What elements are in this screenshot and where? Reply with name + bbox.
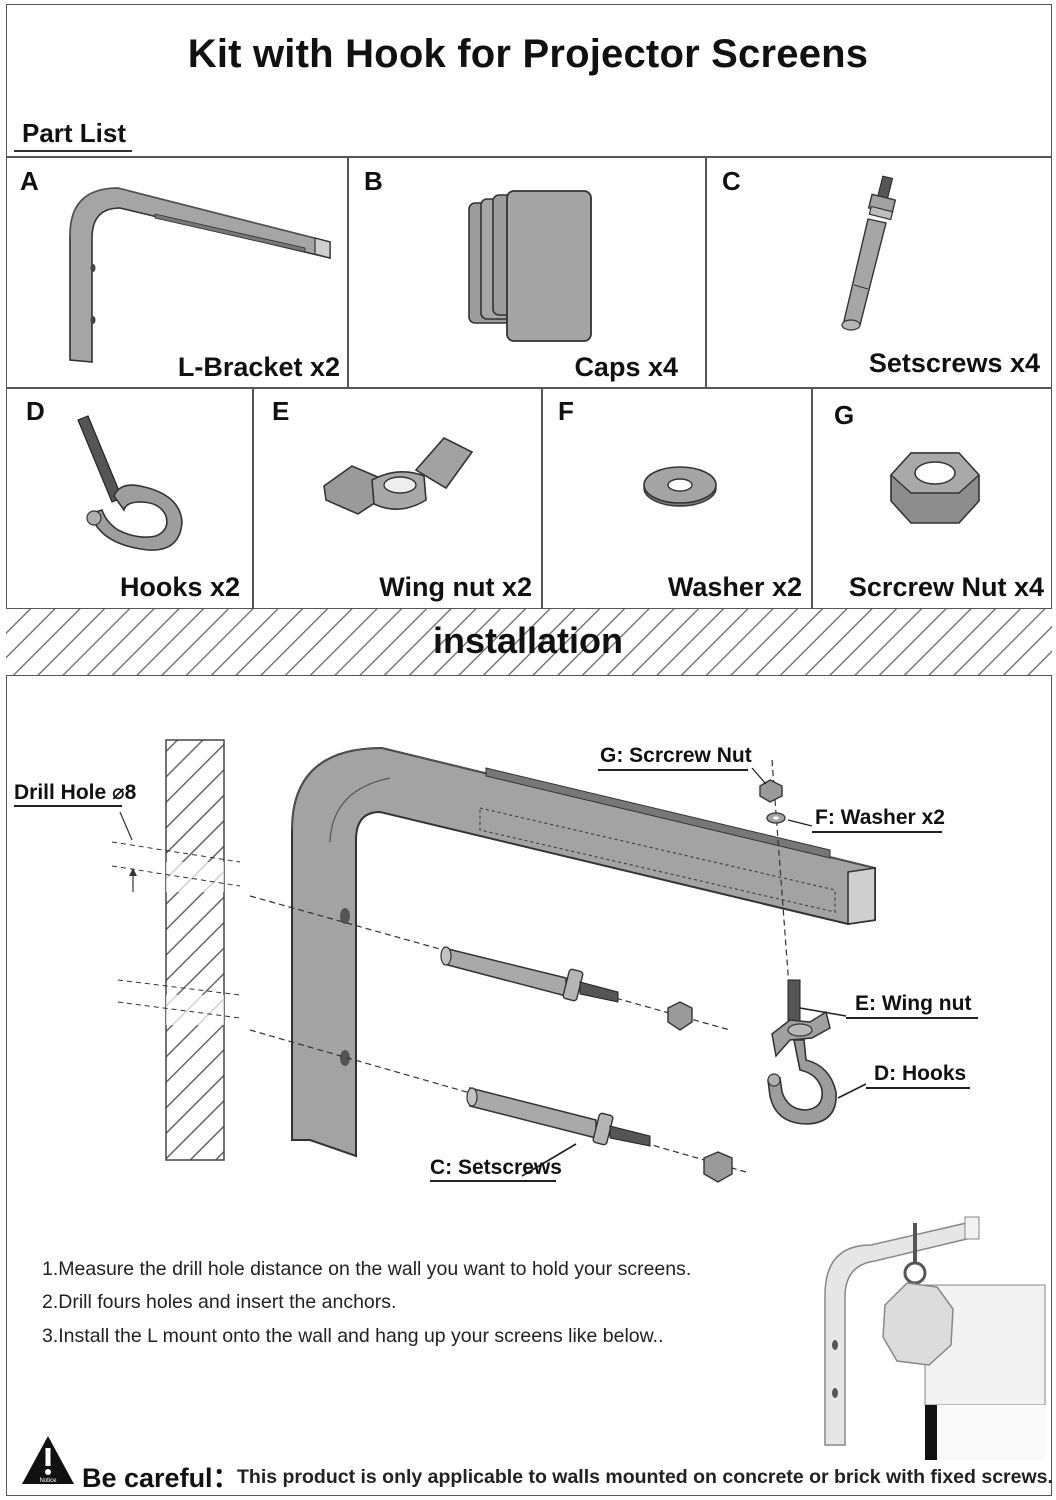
notice-icon-label: Notice — [39, 1478, 57, 1484]
setscrew-1 — [440, 946, 619, 1003]
screw-nut-small — [759, 779, 783, 803]
callout-underline — [14, 805, 122, 807]
callout-underline — [866, 1087, 970, 1089]
callout-setscrews: C: Setscrews — [430, 1156, 562, 1179]
nut-1 — [667, 1001, 693, 1031]
part-letter: G — [834, 400, 855, 430]
washer-icon — [643, 466, 717, 507]
grid-divider — [347, 156, 349, 387]
callout-screw-nut: G: Scrcrew Nut — [600, 744, 752, 767]
part-label: Scrcrew Nut x4 — [848, 572, 1044, 602]
part-label: Caps x4 — [574, 352, 678, 382]
part-letter: E — [272, 396, 290, 426]
installation-heading: installation — [432, 620, 624, 661]
notice-text: This product is only applicable to walls… — [237, 1466, 1053, 1488]
installation-band — [6, 608, 1052, 676]
part-label: Wing nut x2 — [379, 572, 532, 602]
grid-divider — [705, 156, 707, 387]
part-letter: D — [26, 396, 45, 426]
page-title: Kit with Hook for Projector Screens — [187, 32, 869, 76]
installation-diagram — [111, 739, 876, 1183]
setscrew-2 — [466, 1087, 651, 1147]
part-letter: A — [20, 166, 39, 196]
instruction-step: 1.Measure the drill hole distance on the… — [42, 1258, 692, 1280]
caps-icon — [468, 190, 592, 342]
page-frame — [6, 4, 1052, 1496]
part-letter: B — [364, 166, 383, 196]
callout-washer: F: Washer x2 — [815, 806, 945, 829]
part-list-underline — [14, 150, 132, 152]
grid-divider — [811, 387, 813, 608]
callout-underline — [430, 1180, 556, 1182]
grid-divider — [252, 387, 254, 608]
part-label: Washer x2 — [667, 572, 802, 602]
part-label: L-Bracket x2 — [177, 352, 340, 382]
part-letter: C — [722, 166, 741, 196]
grid-top-line — [6, 156, 1052, 158]
wing-nut-icon — [323, 437, 474, 515]
part-label: Hooks x2 — [119, 572, 240, 602]
nut-2 — [703, 1151, 733, 1183]
wall-section — [165, 739, 225, 1161]
l-bracket-large — [291, 746, 876, 1158]
setscrew-icon — [841, 175, 897, 331]
callout-underline — [598, 769, 748, 771]
callout-underline — [812, 831, 942, 833]
notice-heading: Be careful： — [82, 1463, 240, 1493]
hook-icon — [77, 415, 183, 551]
grid-divider — [541, 387, 543, 608]
grid-middle-line — [6, 387, 1052, 389]
callout-drill-hole: Drill Hole ⌀8 — [14, 781, 137, 804]
part-label: Setscrews x4 — [868, 348, 1040, 378]
warning-icon: Notice — [22, 1436, 74, 1484]
hook-assembly — [767, 979, 837, 1125]
callout-hooks: D: Hooks — [874, 1062, 967, 1085]
part-list-heading: Part List — [22, 118, 127, 148]
callout-underline — [846, 1017, 978, 1019]
hex-nut-icon — [890, 452, 980, 524]
part-letter: F — [558, 396, 574, 426]
mounted-screen-illustration — [824, 1216, 1046, 1460]
l-bracket-icon — [69, 187, 331, 363]
callout-wing-nut: E: Wing nut — [855, 992, 972, 1015]
instruction-step: 2.Drill fours holes and insert the ancho… — [42, 1291, 397, 1313]
instruction-step: 3.Install the L mount onto the wall and … — [42, 1325, 664, 1347]
